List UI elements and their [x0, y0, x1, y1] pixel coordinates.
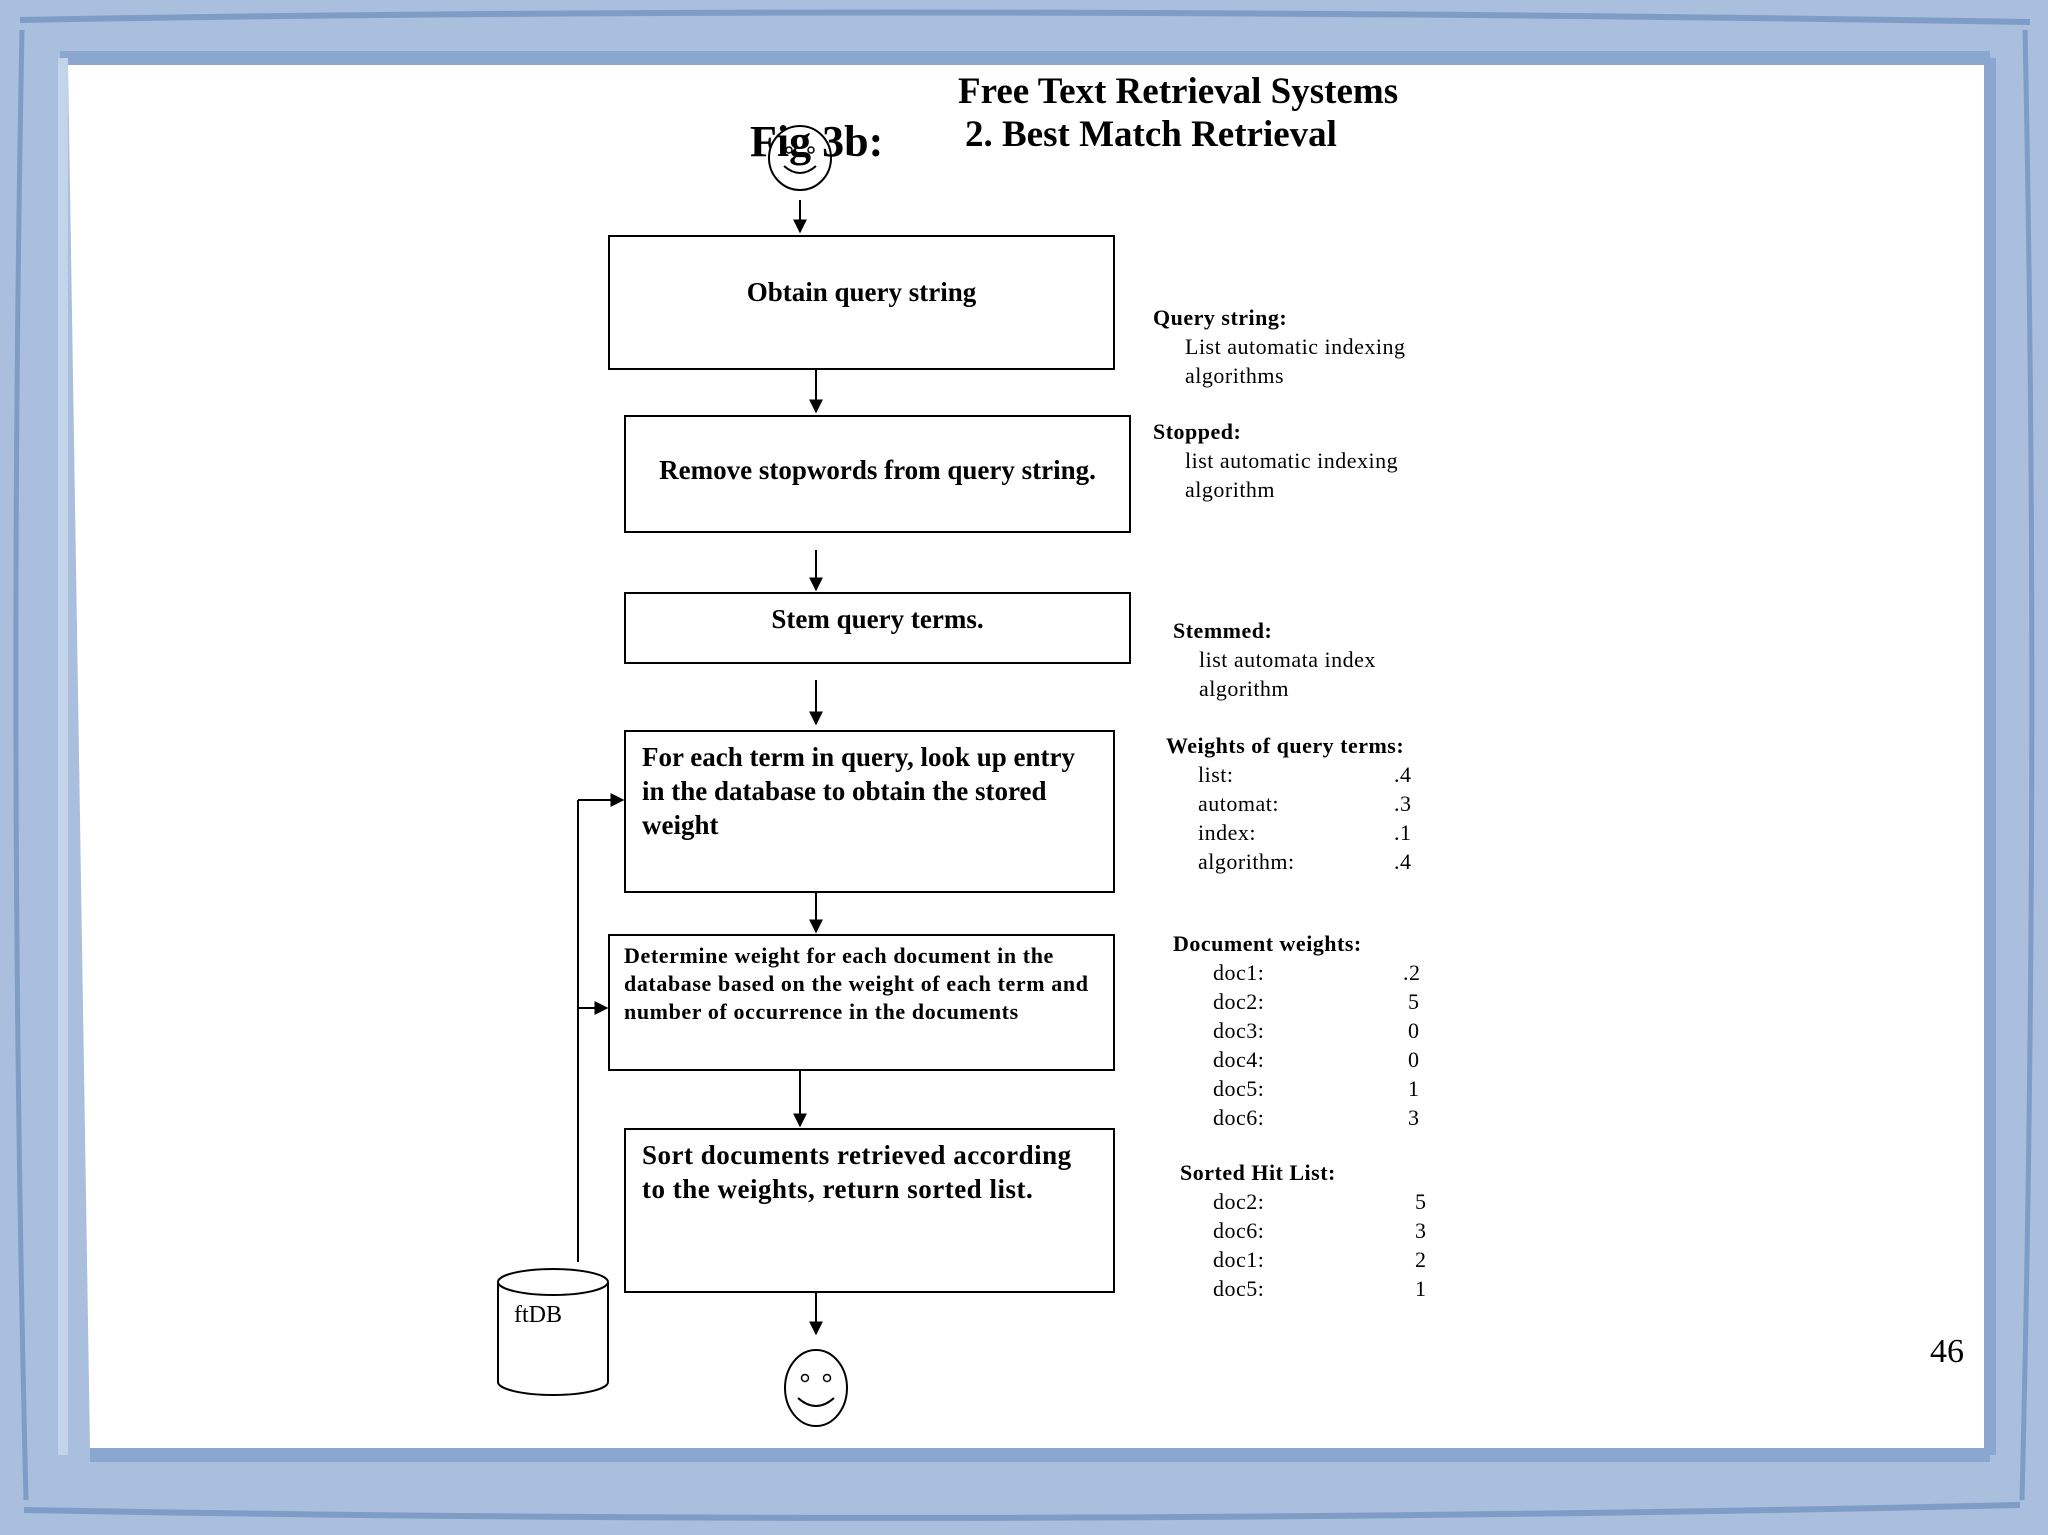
- step-label: Determine weight for each document in th…: [624, 943, 1089, 1024]
- hit-score: 3: [1415, 1218, 1427, 1243]
- hit-doc: doc6:: [1213, 1218, 1265, 1243]
- doc-name: doc4:: [1213, 1047, 1265, 1072]
- doc-weight: 1: [1408, 1076, 1420, 1101]
- doc-weight-row: doc2: 5: [1173, 987, 1421, 1016]
- step-label: Obtain query string: [746, 277, 977, 307]
- slide-title-line1: Free Text Retrieval Systems: [958, 71, 1399, 112]
- hit-doc: doc2:: [1213, 1189, 1265, 1214]
- hit-row: doc6: 3: [1180, 1216, 1427, 1245]
- frame-brush-3: [13, 29, 29, 1501]
- doc-weight: 0: [1408, 1047, 1420, 1072]
- weight-value: .4: [1394, 762, 1412, 787]
- doc-weight: 3: [1408, 1105, 1420, 1130]
- doc-name: doc1:: [1213, 960, 1265, 985]
- hit-score: 5: [1415, 1189, 1427, 1214]
- slide-title-line2: 2. Best Match Retrieval: [965, 114, 1337, 155]
- database-label: ftDB: [514, 1302, 562, 1328]
- hit-row: doc5: 1: [1180, 1274, 1427, 1303]
- end-smiley-icon: [784, 1349, 848, 1427]
- hit-doc: doc1:: [1213, 1247, 1265, 1272]
- step-remove-stopwords: Remove stopwords from query string.: [624, 415, 1131, 533]
- doc-name: doc6:: [1213, 1105, 1265, 1130]
- annotation-line: list automata index: [1199, 647, 1376, 672]
- annotation-line: list automatic indexing: [1185, 448, 1399, 473]
- doc-weight-row: doc6: 3: [1173, 1103, 1421, 1132]
- doc-name: doc5:: [1213, 1076, 1265, 1101]
- annotation-heading: Sorted Hit List:: [1180, 1160, 1336, 1185]
- annotation-heading: Document weights:: [1173, 931, 1362, 956]
- annotation-line: List automatic indexing: [1185, 334, 1406, 359]
- annotation-heading: Stopped:: [1153, 419, 1242, 444]
- doc-weight: 0: [1408, 1018, 1420, 1043]
- annotation-heading: Stemmed:: [1173, 618, 1273, 643]
- annotation-line: algorithm: [1185, 477, 1276, 502]
- annotation-query-string: Query string: List automatic indexing al…: [1153, 303, 1405, 390]
- annotation-line: algorithms: [1185, 363, 1285, 388]
- annotation-query-weights: Weights of query terms: list: .4 automat:…: [1166, 731, 1412, 876]
- hit-score: 2: [1415, 1247, 1427, 1272]
- doc-weight-row: doc5: 1: [1173, 1074, 1421, 1103]
- step-obtain-query: Obtain query string: [608, 235, 1115, 370]
- annotation-line: algorithm: [1199, 676, 1290, 701]
- database-cylinder-icon: [497, 1268, 609, 1396]
- hit-row: doc1: 2: [1180, 1245, 1427, 1274]
- hit-score: 1: [1415, 1276, 1427, 1301]
- annotation-document-weights: Document weights: doc1:.2 doc2:5 doc3:0 …: [1173, 929, 1421, 1132]
- weight-term: list:: [1198, 762, 1234, 787]
- weight-value: .3: [1394, 791, 1412, 816]
- annotation-stopped: Stopped: list automatic indexing algorit…: [1153, 417, 1398, 504]
- doc-weight-row: doc3: 0: [1173, 1016, 1421, 1045]
- doc-weight: 5: [1408, 989, 1420, 1014]
- step-label: Stem query terms.: [771, 604, 984, 634]
- weight-row: list: .4: [1166, 760, 1412, 789]
- step-label: For each term in query, look up entry in…: [642, 742, 1075, 840]
- annotation-stemmed: Stemmed: list automata index algorithm: [1173, 616, 1376, 703]
- figure-label: Fig 3b:: [750, 117, 884, 166]
- frame-brush-4: [2019, 29, 2035, 1501]
- hit-row: doc2: 5: [1180, 1187, 1427, 1216]
- weight-value: .1: [1394, 820, 1412, 845]
- step-label: Sort documents retrieved according to th…: [642, 1140, 1072, 1204]
- frame-brush-1: [19, 9, 2031, 25]
- doc-weight-row: doc1: .2: [1173, 958, 1421, 987]
- page-number: 46: [1930, 1333, 1964, 1370]
- weight-row: index: .1: [1166, 818, 1412, 847]
- step-lookup-weights: For each term in query, look up entry in…: [624, 730, 1115, 893]
- doc-name: doc2:: [1213, 989, 1265, 1014]
- doc-weight-row: doc4: 0: [1173, 1045, 1421, 1074]
- weight-term: algorithm:: [1198, 849, 1295, 874]
- weight-term: index:: [1198, 820, 1256, 845]
- hit-doc: doc5:: [1213, 1276, 1265, 1301]
- annotation-heading: Query string:: [1153, 305, 1288, 330]
- start-smiley-icon: [768, 125, 832, 191]
- weight-term: automat:: [1198, 791, 1279, 816]
- step-sort-results: Sort documents retrieved according to th…: [624, 1128, 1115, 1293]
- weight-value: .4: [1394, 849, 1412, 874]
- annotation-heading: Weights of query terms:: [1166, 733, 1405, 758]
- step-stem-terms: Stem query terms.: [624, 592, 1131, 664]
- doc-name: doc3:: [1213, 1018, 1265, 1043]
- weight-row: automat: .3: [1166, 789, 1412, 818]
- annotation-sorted-hit-list: Sorted Hit List: doc2: 5 doc6: 3 doc1: 2 do…: [1180, 1158, 1427, 1303]
- frame-brush-2: [23, 1502, 2021, 1521]
- step-document-weights: Determine weight for each document in th…: [608, 934, 1115, 1071]
- weight-row: algorithm: .4: [1166, 847, 1412, 876]
- doc-weight: .2: [1403, 960, 1421, 985]
- step-label: Remove stopwords from query string.: [659, 455, 1096, 485]
